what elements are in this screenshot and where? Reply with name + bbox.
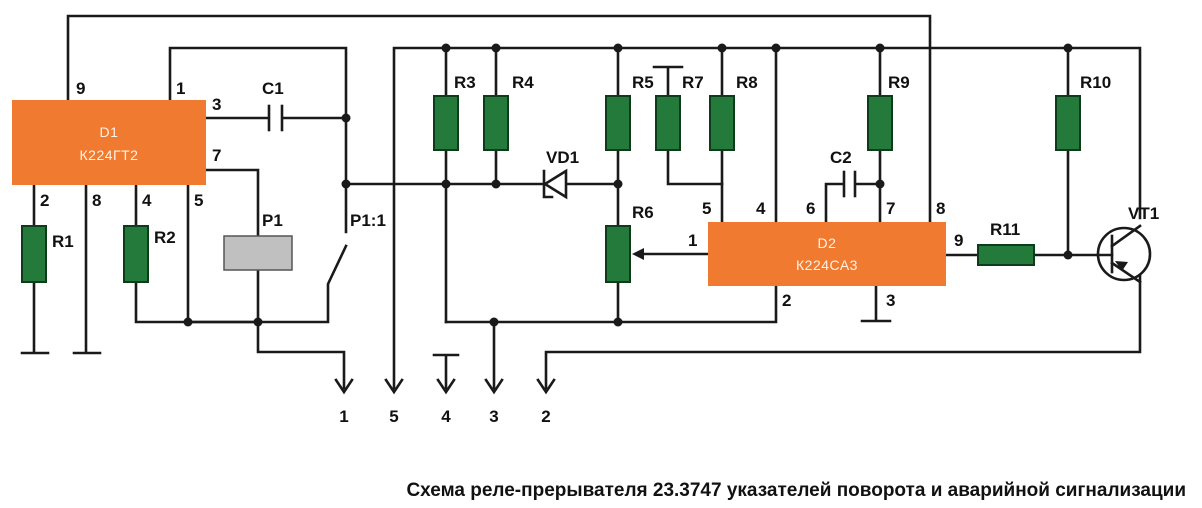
- label-c2: C2: [830, 148, 852, 167]
- d1-pin-1-label: 1: [176, 79, 185, 98]
- resistor-r1-body: [21, 225, 47, 283]
- d1-pin-4-label: 4: [142, 191, 152, 210]
- resistor-r6-body: [605, 225, 631, 283]
- label-vt1: VT1: [1128, 204, 1159, 223]
- label-r7: R7: [682, 73, 704, 92]
- resistor-r7-body: [655, 95, 681, 151]
- d2-pin-7-label: 7: [886, 199, 895, 218]
- chip-d2-name: D2: [818, 235, 837, 251]
- label-c1: C1: [262, 79, 284, 98]
- terminal-5-label: 5: [389, 407, 398, 426]
- d1-pin-9-label: 9: [76, 79, 85, 98]
- label-r1: R1: [52, 232, 74, 251]
- d2-pin-5-label: 5: [702, 199, 711, 218]
- d2-pin-6-label: 6: [806, 199, 815, 218]
- d1-pin-5-label: 5: [194, 191, 203, 210]
- d2-pin-2-label: 2: [782, 291, 791, 310]
- d1-pin-7-label: 7: [212, 146, 221, 165]
- resistor-r10-body: [1055, 95, 1081, 151]
- pin-labels-d1: 9 1 3 7 2 8 4 5: [40, 79, 221, 210]
- label-r9: R9: [888, 73, 910, 92]
- resistor-r5-body: [605, 95, 631, 151]
- chip-d1-body: [12, 100, 206, 185]
- capacitor-c2: [842, 170, 857, 198]
- d2-pin-8-label: 8: [936, 199, 945, 218]
- d2-pin-3-label: 3: [886, 291, 895, 310]
- resistor-r3-body: [433, 95, 459, 151]
- label-r4: R4: [512, 73, 534, 92]
- chip-d2-body: [708, 222, 946, 286]
- label-p1: P1: [262, 211, 283, 230]
- junction-dots: [183, 43, 1073, 327]
- resistor-r11-body: [977, 244, 1035, 266]
- terminal-1-label: 1: [339, 407, 348, 426]
- d2-pin-1-label: 1: [688, 231, 697, 250]
- terminal-4-label: 4: [441, 407, 451, 426]
- terminal-arrows: [334, 378, 556, 395]
- label-r11: R11: [990, 220, 1020, 239]
- transistor-vt1: [1096, 224, 1152, 284]
- diagram-caption: Схема реле-прерывателя 23.3747 указателе…: [406, 480, 1186, 501]
- resistor-r2-body: [123, 225, 149, 283]
- terminal-labels: 1 5 4 3 2: [339, 407, 550, 426]
- vt1-emitter-arrow: [1115, 261, 1128, 271]
- resistor-r8-body: [709, 95, 735, 151]
- terminal-3-label: 3: [489, 407, 498, 426]
- d2-pin-4-label: 4: [756, 199, 766, 218]
- d2-pin-9-label: 9: [954, 231, 963, 250]
- label-r6: R6: [632, 203, 654, 222]
- resistor-r4-body: [483, 95, 509, 151]
- diode-vd1: [542, 168, 568, 200]
- resistor-r9-body: [867, 95, 893, 151]
- r6-wiper-arrow: [632, 248, 644, 260]
- label-r2: R2: [154, 228, 176, 247]
- label-p1-contact: P1:1: [350, 211, 386, 230]
- label-r3: R3: [454, 73, 476, 92]
- label-vd1: VD1: [546, 148, 579, 167]
- terminal-2-label: 2: [541, 407, 550, 426]
- chip-d2-type: К224СА3: [796, 257, 858, 273]
- label-r8: R8: [736, 73, 758, 92]
- label-r5: R5: [632, 73, 654, 92]
- d1-pin-2-label: 2: [40, 191, 49, 210]
- pin-labels-d2: 5 4 6 7 8 1 9 2 3: [688, 199, 963, 310]
- resistors: [21, 95, 1081, 283]
- chip-d1: D1 К224ГТ2: [12, 100, 206, 185]
- relay-coil-p1: [223, 235, 293, 271]
- component-labels: C1 R1 R2 P1 P1:1 R3 R4 VD1 R5 R6 R7 R8 C…: [52, 73, 1159, 251]
- label-r10: R10: [1080, 73, 1111, 92]
- chip-d2: D2 К224СА3: [708, 222, 946, 286]
- wires: [20, 14, 1142, 390]
- d1-pin-3-label: 3: [212, 95, 221, 114]
- chip-d1-name: D1: [100, 124, 119, 140]
- d1-pin-8-label: 8: [92, 191, 101, 210]
- chip-d1-type: К224ГТ2: [80, 147, 139, 163]
- capacitor-c1: [267, 104, 284, 132]
